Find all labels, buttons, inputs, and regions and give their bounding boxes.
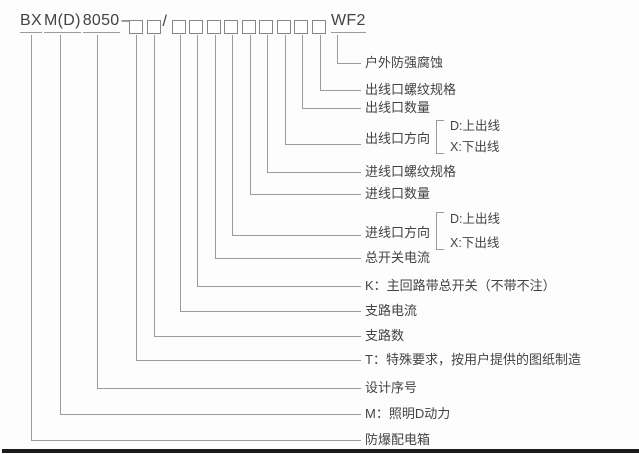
designation-label: 进线口螺纹规格: [365, 164, 457, 179]
direction-option: D:上出线: [450, 119, 501, 133]
code-placeholder-box: [259, 20, 273, 34]
code-suffix-wf2: WF2: [331, 12, 366, 33]
connector-line: [154, 35, 361, 337]
code-segment: M(D): [43, 12, 81, 33]
connector-line: [320, 35, 361, 91]
code-slash: /: [162, 13, 167, 30]
designation-label: 总开关电流: [365, 250, 431, 265]
connector-line: [136, 35, 361, 361]
code-placeholder-box: [242, 20, 256, 34]
direction-option: X:下出线: [450, 140, 500, 154]
connector-line: [197, 35, 361, 287]
direction-options: D:上出线 X:下出线: [450, 211, 501, 250]
code-placeholder-box: [146, 20, 161, 34]
designation-label: 支路电流: [365, 303, 418, 318]
designation-label: 进线口方向: [365, 224, 431, 240]
connector-line: [267, 35, 361, 173]
designation-label: K：主回路带总开关（不带不注）: [365, 278, 556, 293]
designation-label: M：照明D动力: [365, 406, 451, 421]
direction-option: X:下出线: [450, 235, 500, 250]
connector-line: [180, 35, 361, 312]
connector-line: [302, 35, 361, 109]
code-placeholder-box: [277, 20, 291, 34]
designation-label: T：特殊要求，按用户提供的图纸制造: [365, 352, 581, 367]
designation-label: 支路数: [365, 328, 405, 343]
designation-label: 设计序号: [365, 380, 418, 395]
direction-option: D:上出线: [450, 211, 501, 226]
connector-line: [215, 35, 361, 259]
code-placeholder-box: [172, 20, 186, 34]
designation-label: 进线口数量: [365, 186, 431, 201]
bottom-border-bar: [2, 449, 639, 453]
designation-label: 防爆配电箱: [365, 432, 431, 447]
direction-options-group: 进线口方向 D:上出线 X:下出线: [365, 212, 500, 250]
connector-line: [232, 35, 361, 236]
direction-options: D:上出线 X:下出线: [450, 120, 500, 154]
code-segment: 8050: [82, 12, 120, 33]
connector-line: [337, 35, 361, 64]
connector-line: [31, 35, 361, 441]
code-separator: –: [121, 12, 131, 29]
direction-bracket: [436, 212, 445, 250]
code-placeholder-box: [224, 20, 238, 34]
code-placeholder-box: [207, 20, 221, 34]
connector-line: [97, 35, 361, 389]
code-placeholder-box: [294, 20, 308, 34]
code-placeholder-box: [312, 20, 326, 34]
connector-line: [250, 35, 361, 195]
connector-line: [60, 35, 361, 415]
connector-line: [285, 35, 361, 145]
code-placeholder-box: [189, 20, 203, 34]
direction-options-group: 出线口方向 D:上出线 X:下出线: [365, 120, 500, 154]
designation-label: 出线口螺纹规格: [365, 82, 457, 97]
designation-label: 出线口数量: [365, 100, 431, 115]
code-placeholder-box: [128, 20, 143, 34]
code-segment: BX: [20, 12, 42, 33]
direction-bracket: [436, 120, 445, 154]
designation-label: 户外防强腐蚀: [365, 55, 444, 70]
designation-label: 出线口方向: [365, 130, 431, 146]
